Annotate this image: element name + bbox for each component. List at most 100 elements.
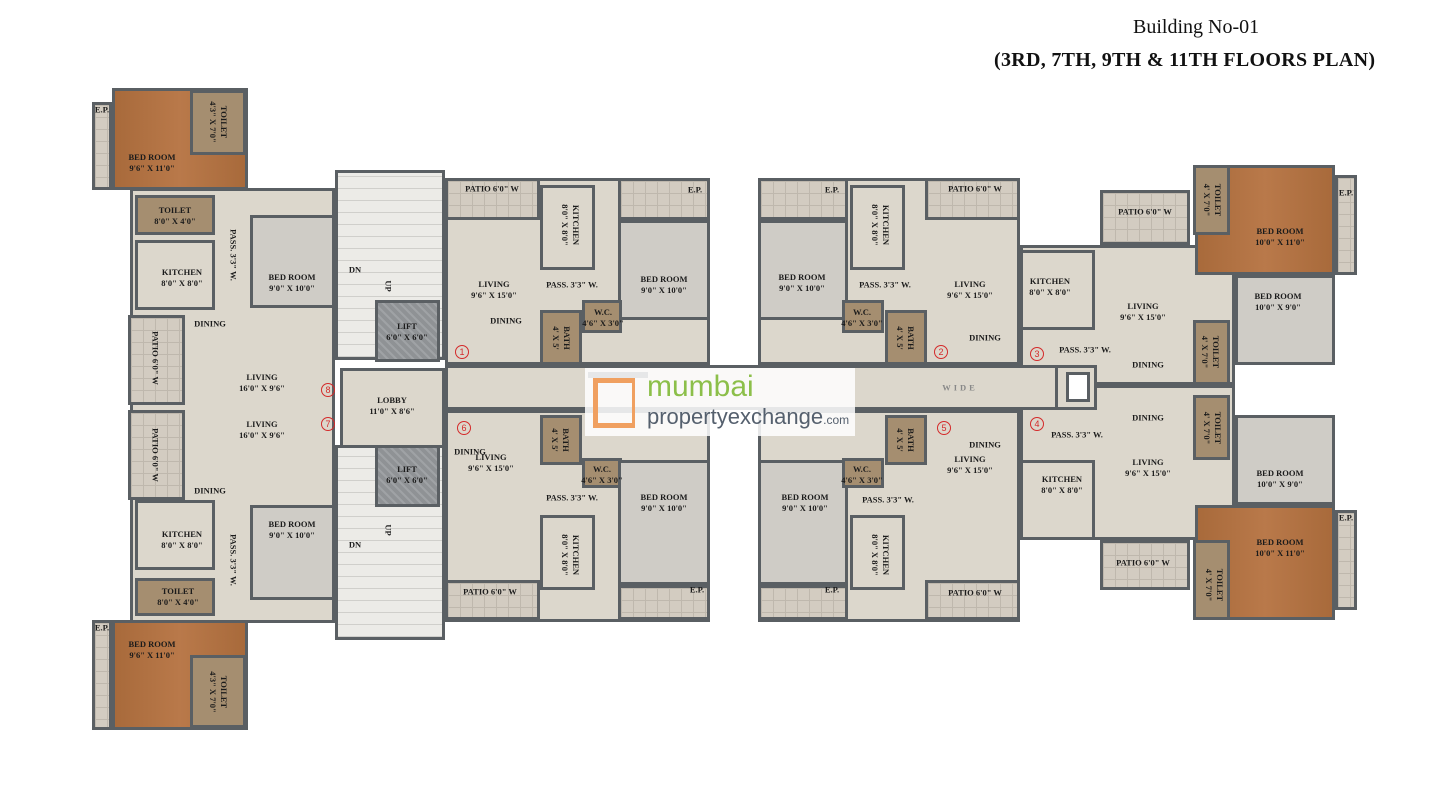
room-area [925,580,1020,620]
room-area [1235,415,1335,505]
room-name: PASS. 3'3" W. [862,494,914,505]
room-label: PATIO 6'0" W [948,184,1002,195]
room-label: W.C.4'6" X 3'0" [581,464,623,486]
room-name: E.P. [1338,512,1354,523]
watermark-logo: mumbai propertyexchange.com [585,368,855,436]
room-name: LIVING [1127,301,1159,311]
room-label: PASS. 3'3" W. [228,229,239,281]
room-area [540,185,595,270]
room-dimensions: 4'6" X 3'0" [581,475,623,485]
room-name: E.P. [824,184,840,195]
unit-number-marker: 3 [1030,347,1044,361]
room-name: KITCHEN [881,534,891,576]
room-name: BED ROOM [640,492,688,502]
room-name: BATH [906,428,916,452]
room-dimensions: 4' X 5' [895,326,905,350]
room-name: BED ROOM [778,272,826,282]
room-label: DINING [194,319,226,330]
room-name: LIVING [478,279,510,289]
room-area [250,215,335,308]
room-label: DINING [194,486,226,497]
room-dimensions: 9'6" X 11'0" [129,163,175,173]
room-name: KITCHEN [161,529,203,539]
unit-number-marker: 8 [321,383,335,397]
room-dimensions: 9'0" X 10'0" [269,530,315,540]
room-label: DN [349,265,361,276]
room-area [618,460,710,585]
room-name: E.P. [689,584,705,595]
room-dimensions: 10'0" X 11'0" [1255,548,1305,558]
room-dimensions: 4' X 5' [550,428,560,452]
room-label: UP [383,524,394,535]
room-label: PATIO 6'0" W [1118,207,1172,218]
room-name: TOILET [1211,335,1221,369]
room-label: DINING [1132,360,1164,371]
room-label: PATIO 6'0" W [150,428,161,482]
unit-number-marker: 4 [1030,417,1044,431]
room-area [1335,175,1357,275]
room-name: DINING [1132,359,1164,370]
room-dimensions: 4'6" X 3'0" [841,318,883,328]
room-name: LIFT [397,464,417,474]
room-area [92,620,112,730]
room-label: PASS. 3'3" W. [546,493,598,504]
room-dimensions: 4'3" X 7'0" [208,101,218,143]
room-area [618,585,710,620]
room-area [128,410,185,500]
room-label: E.P. [95,623,109,634]
unit-number-marker: 6 [457,421,471,435]
unit-number-marker: 1 [455,345,469,359]
room-dimensions: 9'6" X 15'0" [468,463,514,473]
unit-number-marker: 2 [934,345,948,359]
room-name: UP [383,524,394,536]
unit-number-marker: 5 [937,421,951,435]
room-name: PATIO 6'0" W [465,183,519,194]
room-label: DINING [969,333,1001,344]
room-dimensions: 8'0" X 8'0" [1041,485,1083,495]
room-dimensions: 6'0" X 6'0" [386,475,428,485]
room-area [1193,320,1230,385]
room-label: PASS. 3'3" W. [228,534,239,586]
room-name: BED ROOM [1256,537,1304,547]
room-name: KITCHEN [1029,276,1071,286]
room-dimensions: 9'6" X 15'0" [1120,312,1166,322]
room-name: DINING [1132,412,1164,423]
room-area [1100,190,1190,245]
room-name: BED ROOM [1256,226,1304,236]
room-dimensions: 9'0" X 10'0" [782,503,828,513]
room-area [758,585,848,620]
room-name: W.C. [593,307,613,317]
room-label: DINING [454,447,486,458]
room-name: W.C. [852,307,872,317]
room-label: DINING [1132,413,1164,424]
room-area [190,90,246,155]
room-name: TOILET [158,205,192,215]
shaft [1066,372,1090,402]
room-area [135,195,215,235]
room-dimensions: 9'6" X 15'0" [1125,468,1171,478]
room-area [850,515,905,590]
room-name: DINING [490,315,522,326]
room-label: E.P. [688,185,702,196]
room-name: PASS. 3'3" W. [1059,344,1111,355]
room-name: PATIO 6'0" W [150,331,161,385]
room-area [758,460,848,585]
room-label: UP [383,280,394,291]
room-area [1235,275,1335,365]
logo-brand-bottom: propertyexchange.com [647,404,849,430]
